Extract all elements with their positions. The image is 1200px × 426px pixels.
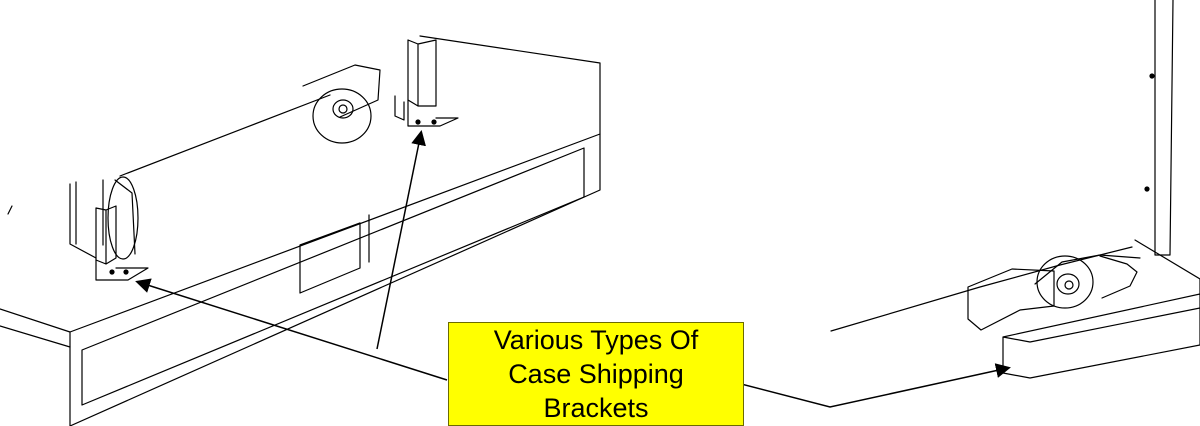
front-caster-assembly <box>107 176 139 260</box>
callout-line-1: Various Types Of <box>493 325 699 355</box>
right-caster-fork <box>1034 254 1141 285</box>
left-edge-tick <box>7 205 13 215</box>
left-bracket-foot <box>95 259 149 281</box>
right-case-panel <box>1154 0 1174 256</box>
right-caster-wheel <box>1036 255 1094 309</box>
rear-caster-hub <box>332 99 354 119</box>
left-bracket-upright <box>95 205 117 265</box>
front-caster-fork <box>114 179 136 255</box>
right-bracket-foot <box>407 99 459 127</box>
left-corner-post <box>69 181 97 259</box>
rear-block <box>967 268 1055 331</box>
right-bracket-side-plate <box>394 95 405 121</box>
block-notch <box>1099 255 1138 299</box>
arrow-to-left-bracket <box>135 278 448 381</box>
callout-line-2: Case Shipping <box>508 359 684 389</box>
arrow-to-right-bracket <box>376 130 426 350</box>
right-case-drawing <box>830 0 1200 379</box>
case-front-face <box>69 133 601 426</box>
right-shipping-bracket <box>394 39 459 127</box>
right-bracket-upright <box>407 39 437 107</box>
left-case-drawing <box>0 35 601 426</box>
case-left-side-line <box>0 325 71 348</box>
right-caster-hub <box>1056 273 1080 295</box>
right-caster-axle <box>1064 280 1074 290</box>
front-caster-wheel <box>107 176 139 260</box>
front-block <box>1002 293 1200 379</box>
callout-line-3: Brackets <box>543 393 649 423</box>
arrow-to-right-blocks <box>717 363 1011 408</box>
rear-caster-axle <box>338 104 348 114</box>
left-shipping-bracket <box>95 205 149 281</box>
callout-arrows <box>135 130 1011 408</box>
callout-label: Various Types Of Case Shipping Brackets <box>448 322 744 426</box>
rear-caster-wheel <box>312 88 372 144</box>
right-caster-assembly <box>1034 254 1141 309</box>
right-shipping-blocks <box>967 239 1200 379</box>
block-end <box>1134 239 1200 295</box>
case-interior-structure <box>102 94 370 294</box>
rear-caster-fork <box>302 64 381 118</box>
rear-caster-assembly <box>302 64 381 144</box>
case-front-window <box>81 147 585 406</box>
